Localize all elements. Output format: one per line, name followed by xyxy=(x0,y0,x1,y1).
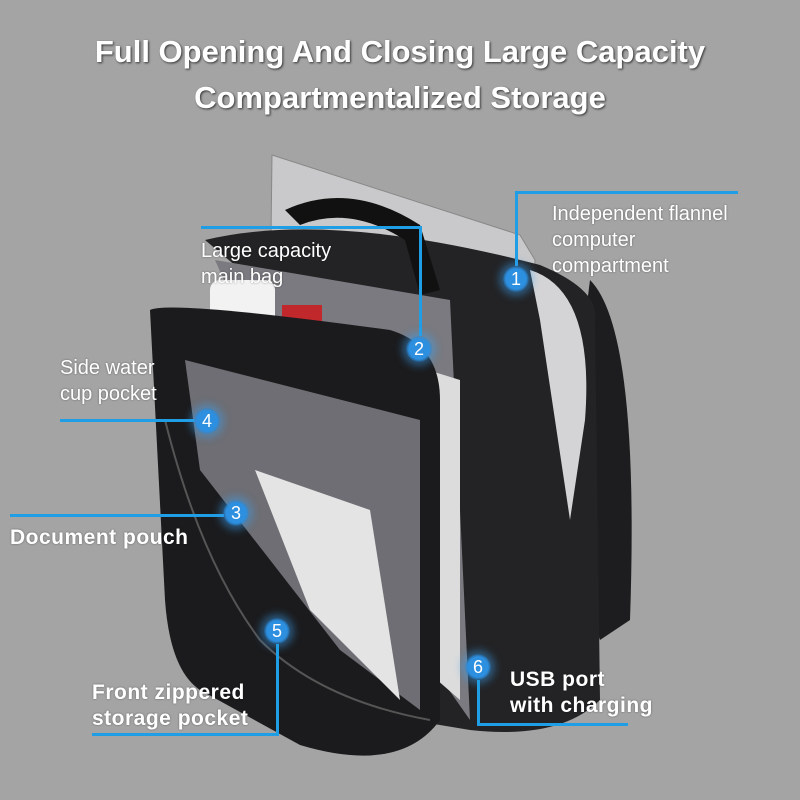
label-line: with charging xyxy=(510,694,653,717)
callout-5-label: Front zippered storage pocket xyxy=(92,680,248,732)
callout-6-badge: 6 xyxy=(465,654,491,680)
label-line: storage pocket xyxy=(92,707,249,730)
label-line: Front zippered xyxy=(92,681,245,704)
label-line: USB port xyxy=(510,668,605,691)
callout-2-label: Large capacity main bag xyxy=(201,238,331,290)
callout-5-line-v xyxy=(276,644,279,736)
label-line: cup pocket xyxy=(60,383,157,405)
callout-5-badge: 5 xyxy=(264,618,290,644)
callout-6-line-h xyxy=(477,723,628,726)
callout-1-label: Independent flannel computer compartment xyxy=(552,201,728,279)
callout-2-line-v xyxy=(419,226,422,336)
callout-4-line xyxy=(60,419,195,422)
label-line: Document pouch xyxy=(10,526,189,549)
callout-6-line-v xyxy=(477,680,480,726)
title-line-2: Compartmentalized Storage xyxy=(194,80,606,115)
callout-3-line xyxy=(10,514,224,517)
callout-1-line-v xyxy=(515,191,518,266)
callout-1-badge: 1 xyxy=(503,266,529,292)
callout-4-label: Side water cup pocket xyxy=(60,355,157,407)
callout-5-line-h xyxy=(92,733,279,736)
title-line-1: Full Opening And Closing Large Capacity xyxy=(94,34,706,69)
label-line: compartment xyxy=(552,255,669,277)
callout-2-line-h xyxy=(201,226,421,229)
callout-3-badge: 3 xyxy=(223,500,249,526)
label-line: Large capacity xyxy=(201,240,332,262)
callout-1-line-h xyxy=(515,191,738,194)
label-line: Side water xyxy=(60,357,155,379)
label-line: main bag xyxy=(201,266,284,288)
callout-3-label: Document pouch xyxy=(10,525,189,551)
label-line: computer xyxy=(552,229,636,251)
label-line: Independent flannel xyxy=(552,203,728,225)
callout-6-label: USB port with charging xyxy=(510,667,653,719)
callout-2-badge: 2 xyxy=(406,336,432,362)
callout-4-badge: 4 xyxy=(194,408,220,434)
front-panel xyxy=(150,307,440,756)
